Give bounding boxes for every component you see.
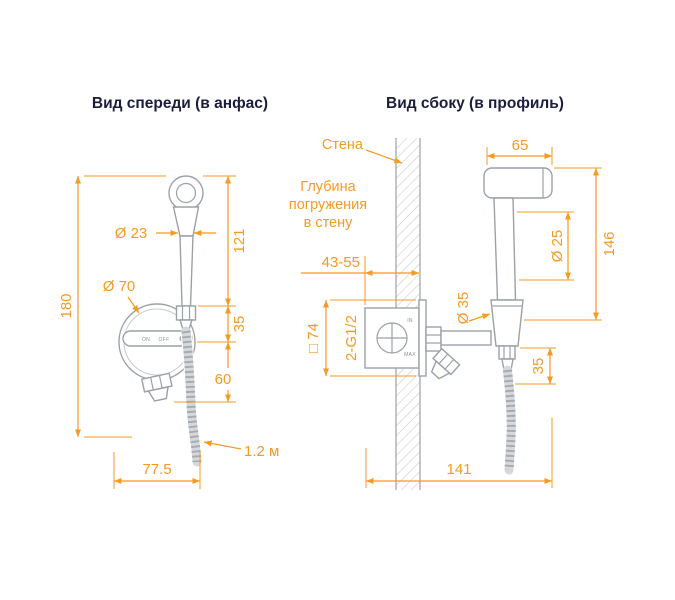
- side-view-title: Вид сбоку (в профиль): [386, 95, 564, 112]
- dim-head-to-handle: 121: [198, 175, 248, 307]
- dim-label-handle-diameter-side: Ø 25: [549, 230, 566, 263]
- valve-outlet-angled: [430, 347, 461, 380]
- nut-facet: [438, 353, 449, 365]
- leader-line: [127, 296, 140, 314]
- nut-facet: [150, 377, 154, 391]
- leader-line: [203, 440, 242, 450]
- front-dimensions: 180 121 35 60 Ø 23: [58, 175, 279, 489]
- dim-label-wall-depth: 43-55: [322, 254, 360, 271]
- outlet-taper: [147, 386, 169, 402]
- dim-valve-diameter: Ø 70: [103, 278, 140, 314]
- dim-holder-to-hose: 35: [515, 347, 556, 385]
- dim-handle-diameter-side: Ø 25: [517, 211, 574, 281]
- leader-line: [468, 313, 491, 322]
- sprayer-head-side: [483, 167, 553, 199]
- dim-label-handle-diameter: Ø 23: [115, 225, 148, 242]
- valve-outlet-front: [140, 372, 173, 402]
- dim-valve-offset: 35: [197, 306, 248, 343]
- connection-nut: [425, 326, 442, 352]
- sprayer-head-outer: [168, 175, 204, 211]
- dim-valve-width: 77.5: [113, 452, 201, 489]
- hose-side: [502, 365, 517, 475]
- dim-total-width: 141: [365, 418, 553, 488]
- dim-outlet-length: 60: [174, 342, 236, 403]
- depth-caption: Глубина погружения в стену: [289, 179, 367, 231]
- dim-handle-diameter: Ø 23: [115, 225, 216, 242]
- hose-ribs: [503, 369, 516, 471]
- hose-ribs: [181, 330, 202, 463]
- dim-label-thread-spec: 2-G1/2: [343, 315, 360, 361]
- dim-label-head-length: 65: [512, 137, 529, 154]
- wall-callout: Стена: [322, 137, 403, 164]
- handle-nut: [175, 305, 197, 321]
- body-max-label: MAX: [404, 352, 416, 358]
- dim-label-valve-diameter: Ø 70: [103, 278, 136, 295]
- outlet-taper: [430, 359, 451, 380]
- dim-label-holder-diameter: Ø 35: [455, 292, 472, 325]
- side-view: IN MAX Стена: [289, 137, 618, 490]
- valve-front: ON OFF: [118, 303, 196, 402]
- dim-label-outlet-length: 60: [215, 371, 232, 388]
- dim-wall-depth: 43-55: [301, 254, 419, 305]
- nut-facet: [158, 375, 163, 389]
- side-dimensions: Стена Глубина погружения в стену 43-55 □…: [289, 137, 618, 488]
- dim-height: 146: [524, 167, 618, 321]
- sprayer-front: [168, 175, 204, 332]
- dim-label-valve-offset: 35: [231, 316, 248, 333]
- dim-label-holder-to-hose: 35: [530, 358, 547, 375]
- lever-on-label: ON: [142, 337, 150, 343]
- sprayer-handle-side: [493, 197, 517, 301]
- dim-hose-length: 1.2 м: [203, 440, 279, 460]
- dim-body-square: □ 74: [305, 299, 416, 377]
- dim-head-length: 65: [486, 137, 553, 165]
- sprayer-handle: [179, 235, 194, 307]
- dim-label-valve-width: 77.5: [142, 461, 171, 478]
- dim-label-total-height: 180: [58, 293, 75, 318]
- sprayer-head-inner: [175, 182, 197, 204]
- dim-label-head-to-handle: 121: [231, 228, 248, 253]
- wall-label: Стена: [322, 137, 364, 153]
- depth-caption-line3: в стену: [304, 215, 354, 231]
- body-in-label: IN: [407, 318, 413, 324]
- faceplate: [418, 299, 427, 377]
- leader-line: [365, 149, 403, 164]
- holder-arm: [440, 330, 492, 346]
- dim-total-height: 180: [58, 175, 166, 438]
- handle-nut: [498, 345, 516, 360]
- dim-holder-diameter: Ø 35: [455, 292, 491, 325]
- depth-caption-line1: Глубина: [300, 179, 356, 195]
- front-view: ON OFF 180: [58, 175, 279, 489]
- holder-cone: [490, 299, 524, 347]
- nut-facet: [444, 359, 455, 370]
- holder-cup: [490, 299, 524, 371]
- sprayer-cone: [172, 206, 200, 237]
- dim-label-height: 146: [601, 231, 618, 256]
- valve-side: IN MAX: [364, 299, 461, 380]
- dim-label-hose-length: 1.2 м: [244, 443, 279, 460]
- hose-front: [180, 326, 203, 467]
- depth-caption-line2: погружения: [289, 197, 367, 213]
- lever-off-label: OFF: [159, 337, 170, 343]
- dim-label-total-width: 141: [446, 461, 471, 478]
- dim-label-body-square: □ 74: [305, 323, 322, 353]
- sprayer-side: [483, 167, 553, 301]
- front-view-title: Вид спереди (в анфас): [92, 95, 268, 112]
